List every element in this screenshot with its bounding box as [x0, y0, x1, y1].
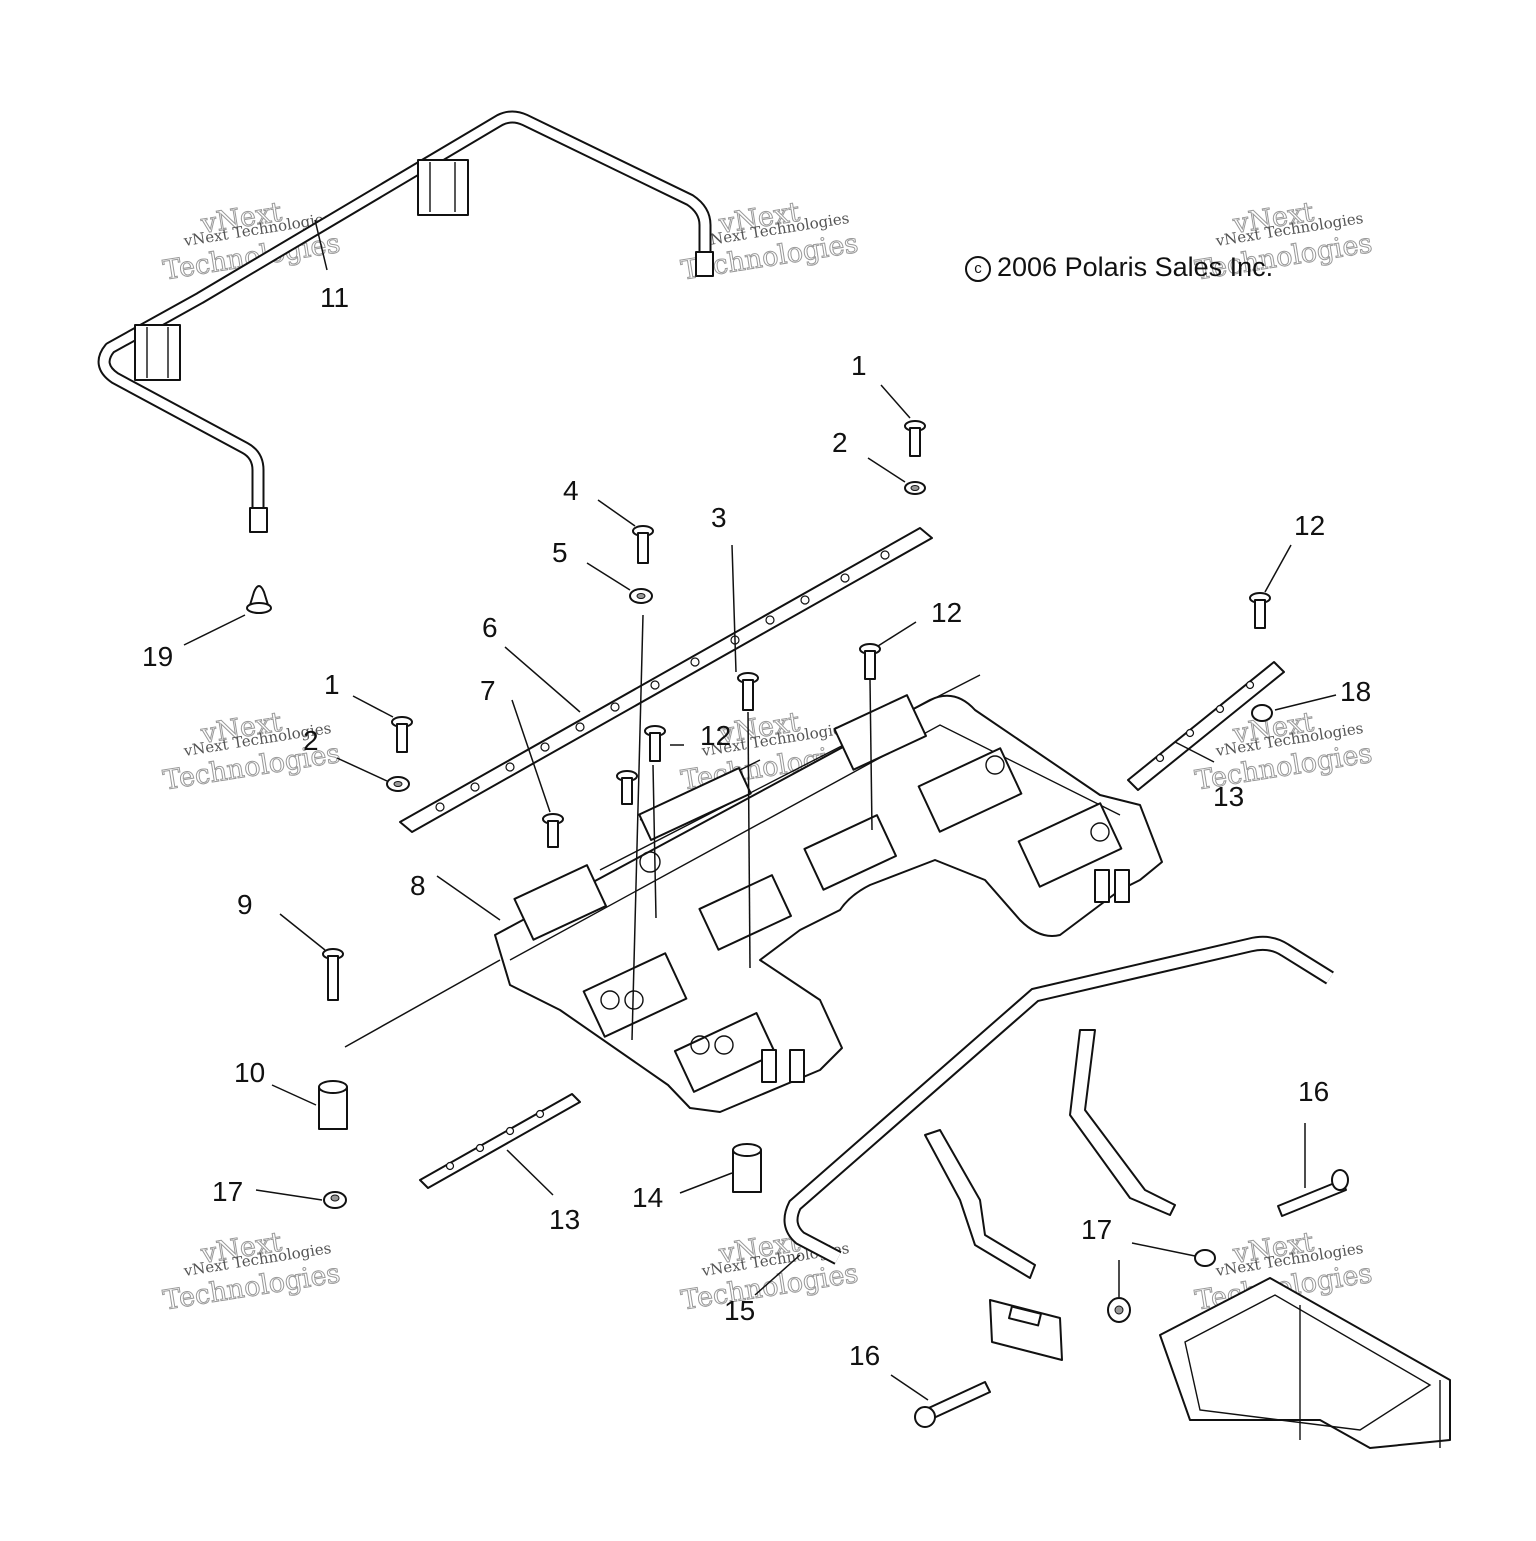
callout-1-upper: 1	[851, 350, 867, 381]
part-6-strip	[399, 527, 933, 833]
part-5-washer	[629, 588, 653, 604]
rack-tab-4	[1114, 869, 1130, 903]
part-10-spacer	[318, 1080, 348, 1130]
part-16-bolt-lower	[914, 1381, 991, 1428]
part-12-bolt-center	[859, 643, 881, 680]
part-1-bolt-upper	[904, 420, 926, 457]
part-17-nut-left	[323, 1191, 347, 1209]
rack-tab-3	[1094, 869, 1110, 903]
callout-5: 5	[552, 537, 568, 568]
callout-12-right: 12	[1294, 510, 1325, 541]
callout-12-center: 12	[931, 597, 962, 628]
callout-14: 14	[632, 1182, 663, 1213]
callout-17-left: 17	[212, 1176, 243, 1207]
watermark-7: vNext vNext Technologies Technologies	[160, 1226, 342, 1317]
part-11-rail	[97, 110, 714, 533]
callout-3: 3	[711, 502, 727, 533]
part-12-bolt-left	[644, 725, 666, 762]
callout-11: 11	[320, 282, 349, 313]
callout-15: 15	[724, 1295, 755, 1326]
part-18-nut	[1251, 704, 1273, 722]
part-19-clip	[246, 585, 272, 614]
watermark-8: vNext vNext Technologies Technologies	[678, 1226, 860, 1317]
part-7-bolt	[542, 813, 564, 848]
callout-labels: 1 2 3 4 5 6 7 8 9 10 11 12 12 12 13 13 1…	[142, 282, 1371, 1371]
watermark-2: vNext vNext Technologies Technologies	[678, 196, 860, 287]
callout-6: 6	[482, 612, 498, 643]
callout-2-left: 2	[303, 725, 319, 756]
callout-13-right: 13	[1213, 781, 1244, 812]
part-2-washer-left	[386, 776, 410, 792]
part-8-rack	[494, 674, 1163, 1113]
callout-9: 9	[237, 889, 253, 920]
watermark-3: vNext vNext Technologies Technologies	[1192, 196, 1374, 287]
callout-8: 8	[410, 870, 426, 901]
rail-foot-right	[695, 251, 714, 277]
callout-13-left: 13	[549, 1204, 580, 1235]
rack-tab-1	[761, 1049, 777, 1083]
rail-bracket-front	[134, 324, 181, 381]
rack-tab-2	[789, 1049, 805, 1083]
callout-16-right: 16	[1298, 1076, 1329, 1107]
callout-7: 7	[480, 675, 496, 706]
part-2-washer-upper	[904, 481, 926, 495]
part-3-bolt	[737, 672, 759, 711]
vehicle-frame-partial	[1159, 1277, 1451, 1449]
part-13-strip-right	[1127, 661, 1285, 791]
callout-4: 4	[563, 475, 579, 506]
callout-16-lower: 16	[849, 1340, 880, 1371]
callout-1-left: 1	[324, 669, 340, 700]
part-bolt-left-lower	[616, 770, 638, 805]
part-15-frame	[783, 935, 1334, 1279]
callout-12-left: 12	[700, 720, 731, 751]
callout-18: 18	[1340, 676, 1371, 707]
part-17-nut-right	[1194, 1249, 1216, 1267]
callout-17-right: 17	[1081, 1214, 1112, 1245]
watermark-group: vNext vNext Technologies Technologies vN…	[160, 196, 1374, 1317]
leader-lines	[183, 219, 1337, 1401]
callout-10: 10	[234, 1057, 265, 1088]
part-1-bolt-left	[391, 716, 413, 753]
callout-2-upper: 2	[832, 427, 848, 458]
copyright-symbol: c	[965, 256, 991, 282]
part-14-spacer	[732, 1143, 762, 1193]
rail-bracket-rear	[417, 159, 469, 216]
part-12-bolt-right	[1249, 592, 1271, 629]
callout-19: 19	[142, 641, 173, 672]
copyright-text: 2006 Polaris Sales Inc.	[997, 252, 1274, 282]
frame-bracket-plate	[989, 1299, 1063, 1361]
part-13-strip-left	[419, 1093, 581, 1189]
rack-pockets	[513, 694, 1123, 1093]
rail-foot-left	[249, 507, 268, 533]
part-4-bolt	[632, 525, 654, 564]
part-16-bolt-right	[1277, 1169, 1349, 1217]
part-9-bolt	[322, 948, 344, 1001]
part-17-grommet	[1107, 1297, 1131, 1323]
